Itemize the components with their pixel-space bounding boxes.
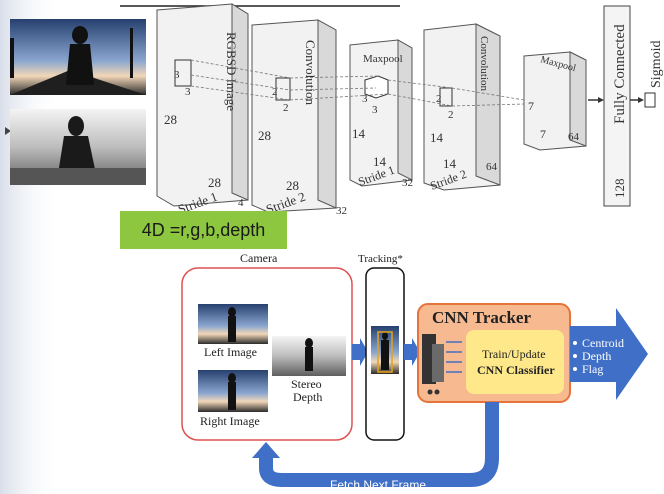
kernel-size-label: 3	[174, 69, 180, 81]
fully-connected-title: Fully Connected	[612, 24, 628, 124]
tracking-title: Tracking*	[358, 253, 403, 265]
camera-title: Camera	[240, 251, 278, 265]
kernel-size-label: 2	[448, 109, 454, 121]
fully-connected-size: 128	[612, 179, 627, 199]
output-arrow	[570, 308, 648, 400]
kernel-size-label: 2	[272, 86, 278, 98]
output-flag: Flag	[582, 362, 603, 376]
input-dimension-label: 28	[164, 112, 177, 127]
input-dimension-label: 14	[352, 126, 366, 141]
output-centroid: Centroid	[582, 336, 624, 350]
fetch-next-frame-label: Fetch Next Frame	[330, 478, 426, 492]
cnn-tracker-samples	[422, 334, 444, 395]
sigmoid-node	[644, 92, 656, 108]
input-dimension-label: 7	[528, 99, 534, 113]
tracking-frame-thumbnail	[371, 326, 399, 374]
rgb-input-photo	[10, 19, 146, 95]
layer-convolution-2	[423, 23, 501, 191]
stereo-depth-thumbnail	[272, 336, 346, 376]
tracking-to-tracker-arrow	[404, 338, 420, 366]
bottom-dimension-label: 28	[208, 175, 221, 190]
left-arrow-marker	[5, 127, 11, 135]
layer-rgbsd-image	[156, 3, 249, 207]
layer-title: Convolution	[478, 36, 490, 92]
right-image-label: Right Image	[200, 414, 260, 428]
train-update-label: Train/Update	[482, 347, 546, 361]
layer-title: Convolution	[303, 40, 318, 106]
right-image-thumbnail	[198, 370, 268, 412]
depth-input-photo	[10, 109, 146, 185]
fetch-next-frame-arrow-head	[252, 442, 280, 458]
output-depth: Depth	[582, 349, 611, 363]
layer-title: Maxpool	[363, 53, 403, 65]
cnn-classifier-box	[466, 330, 564, 394]
projection-lines	[190, 59, 525, 107]
left-image-thumbnail	[198, 304, 268, 344]
encoding-note: 4D =r,g,b,depth	[120, 211, 287, 249]
bottom-dimension-label: 14	[373, 154, 387, 169]
bottom-dimension-label: 7	[540, 127, 546, 141]
layer-title: RGBSD Image	[224, 32, 239, 111]
input-dimension-label: 14	[430, 130, 444, 145]
fully-connected-layer	[603, 5, 631, 207]
kernel-size-label: 2	[436, 93, 442, 105]
left-image-label: Left Image	[204, 345, 257, 359]
stereo-label: Stereo	[291, 377, 322, 391]
bottom-dimension-label: 14	[443, 156, 457, 171]
sigmoid-title: Sigmoid	[649, 41, 664, 88]
depth-label: 32	[402, 177, 413, 189]
cnn-classifier-label: CNN Classifier	[477, 363, 555, 377]
layer-convolution-1	[251, 19, 337, 213]
camera-to-tracking-arrow	[352, 338, 368, 366]
fc-arrow-head	[598, 97, 604, 103]
layer-maxpool-2	[523, 51, 587, 151]
depth-label: Depth	[293, 390, 322, 404]
tracker-input-arrows	[446, 341, 462, 373]
input-dimension-label: 28	[258, 128, 271, 143]
fetch-next-frame-arrow	[259, 402, 499, 487]
depth-label: 4	[238, 197, 244, 209]
depth-label: 32	[336, 205, 347, 217]
sigmoid-arrow-head	[638, 97, 644, 103]
kernel-size-label: 3	[362, 93, 368, 105]
depth-label: 64	[486, 161, 498, 173]
kernel-size-label: 2	[283, 102, 289, 114]
bottom-dimension-label: 28	[286, 178, 299, 193]
depth-label: 64	[568, 131, 580, 143]
kernel-size-label: 3	[372, 104, 378, 116]
cnn-tracker-title: CNN Tracker	[432, 308, 531, 327]
kernel-size-label: 3	[185, 86, 191, 98]
